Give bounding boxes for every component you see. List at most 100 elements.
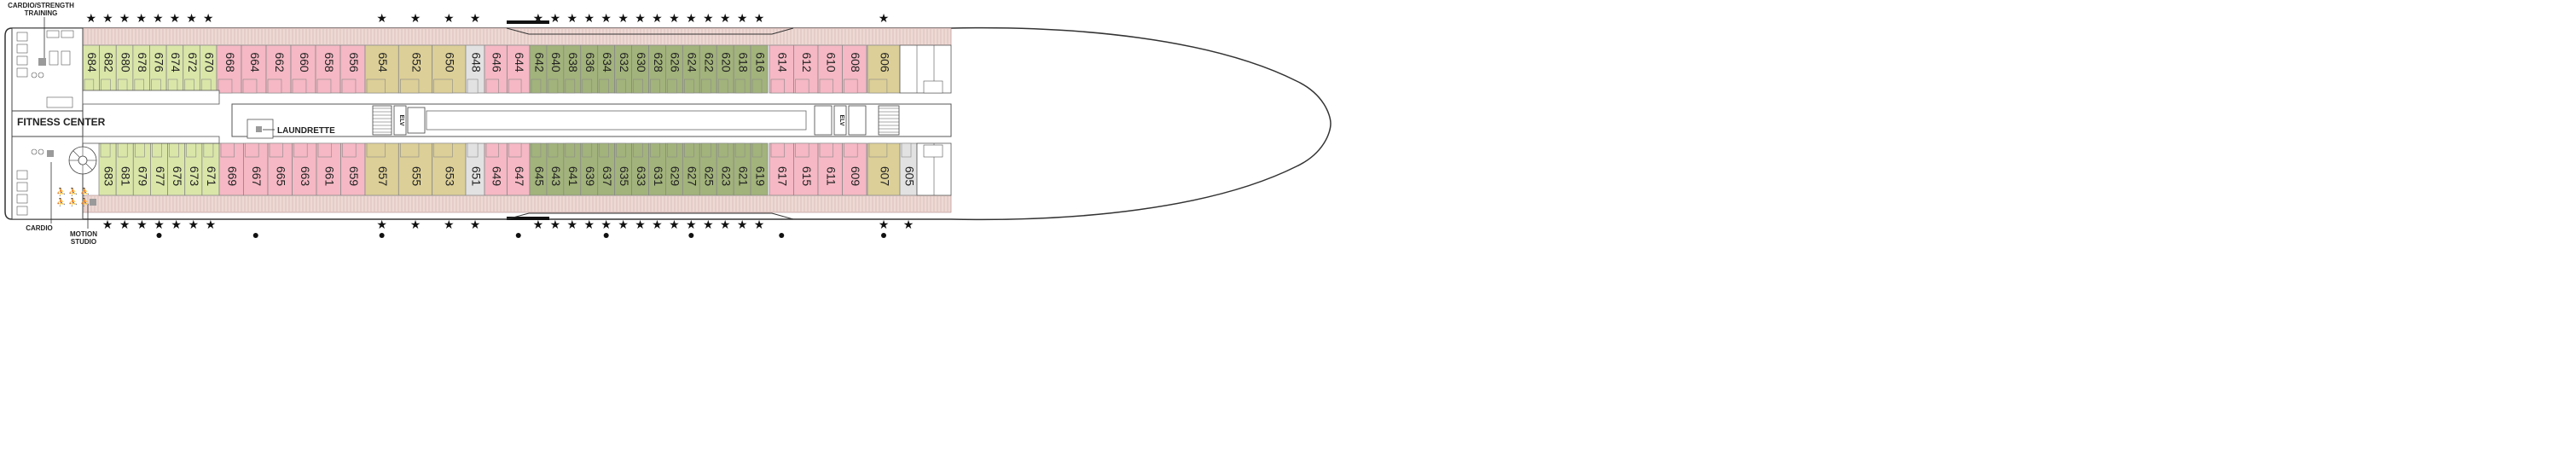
cabin-635[interactable]: 635 bbox=[614, 142, 632, 196]
cabin-612-bath bbox=[795, 78, 809, 94]
cabin-646[interactable]: 646 bbox=[484, 44, 508, 94]
cabin-628[interactable]: 628 bbox=[648, 44, 666, 94]
cabin-679[interactable]: 679 bbox=[132, 142, 151, 196]
cabin-648[interactable]: 648 bbox=[465, 44, 485, 94]
cabin-627[interactable]: 627 bbox=[682, 142, 700, 196]
cabin-636[interactable]: 636 bbox=[580, 44, 599, 94]
cabin-639[interactable]: 639 bbox=[580, 142, 599, 196]
cabin-644[interactable]: 644 bbox=[507, 44, 531, 94]
cabin-632[interactable]: 632 bbox=[614, 44, 632, 94]
cabin-609[interactable]: 609 bbox=[842, 142, 867, 196]
cabin-683[interactable]: 683 bbox=[98, 142, 117, 196]
cabin-659[interactable]: 659 bbox=[340, 142, 366, 196]
cabin-653[interactable]: 653 bbox=[432, 142, 467, 196]
cabin-629[interactable]: 629 bbox=[665, 142, 683, 196]
cabin-655[interactable]: 655 bbox=[397, 142, 433, 196]
cabin-652[interactable]: 652 bbox=[397, 44, 433, 94]
cabin-671-number: 671 bbox=[205, 166, 218, 187]
cabin-674[interactable]: 674 bbox=[165, 44, 184, 94]
cabin-642[interactable]: 642 bbox=[529, 44, 548, 94]
cabin-610[interactable]: 610 bbox=[817, 44, 843, 94]
cabin-654[interactable]: 654 bbox=[364, 44, 399, 94]
cabin-607[interactable]: 607 bbox=[867, 142, 901, 196]
cabin-671[interactable]: 671 bbox=[201, 142, 220, 196]
cabin-626[interactable]: 626 bbox=[665, 44, 683, 94]
cabin-630[interactable]: 630 bbox=[631, 44, 649, 94]
star-mark-638: ★ bbox=[567, 12, 578, 26]
cabin-657[interactable]: 657 bbox=[364, 142, 399, 196]
star-mark-657: ★ bbox=[376, 218, 387, 232]
cabin-678[interactable]: 678 bbox=[132, 44, 150, 94]
cabin-634[interactable]: 634 bbox=[597, 44, 616, 94]
star-mark-671: ★ bbox=[206, 218, 217, 232]
cabin-616[interactable]: 616 bbox=[750, 44, 769, 94]
cabin-673[interactable]: 673 bbox=[184, 142, 203, 196]
cabin-622[interactable]: 622 bbox=[699, 44, 717, 94]
cabin-638[interactable]: 638 bbox=[563, 44, 582, 94]
cabin-681-number: 681 bbox=[119, 166, 133, 187]
cabin-625[interactable]: 625 bbox=[699, 142, 717, 196]
cabin-682[interactable]: 682 bbox=[99, 44, 117, 94]
cabin-633[interactable]: 633 bbox=[631, 142, 649, 196]
cabin-680[interactable]: 680 bbox=[115, 44, 134, 94]
cabin-668-bath bbox=[218, 78, 233, 94]
cabin-658[interactable]: 658 bbox=[315, 44, 341, 94]
cabin-621[interactable]: 621 bbox=[733, 142, 751, 196]
cabin-615[interactable]: 615 bbox=[793, 142, 819, 196]
cabin-675[interactable]: 675 bbox=[167, 142, 186, 196]
cabin-684[interactable]: 684 bbox=[82, 44, 101, 94]
cabin-670[interactable]: 670 bbox=[199, 44, 218, 94]
elv-label-right: ELV bbox=[838, 114, 844, 125]
cabin-659-number: 659 bbox=[347, 166, 361, 187]
cabin-640[interactable]: 640 bbox=[546, 44, 565, 94]
cabin-662[interactable]: 662 bbox=[265, 44, 292, 94]
cabin-649[interactable]: 649 bbox=[484, 142, 508, 196]
cabin-606[interactable]: 606 bbox=[867, 44, 901, 94]
cabin-656[interactable]: 656 bbox=[339, 44, 366, 94]
cabin-663[interactable]: 663 bbox=[292, 142, 317, 196]
star-mark-655: ★ bbox=[410, 218, 421, 232]
cabin-670-number: 670 bbox=[202, 52, 216, 73]
cabin-681[interactable]: 681 bbox=[115, 142, 134, 196]
star-mark-670: ★ bbox=[203, 12, 214, 26]
cabin-650[interactable]: 650 bbox=[432, 44, 467, 94]
cabin-672[interactable]: 672 bbox=[183, 44, 200, 94]
cabin-669[interactable]: 669 bbox=[218, 142, 244, 196]
cabin-651[interactable]: 651 bbox=[465, 142, 485, 196]
cabin-631[interactable]: 631 bbox=[648, 142, 666, 196]
cabin-665[interactable]: 665 bbox=[267, 142, 293, 196]
cabin-645[interactable]: 645 bbox=[529, 142, 548, 196]
cabin-675-bath bbox=[169, 142, 179, 158]
cabin-653-bath bbox=[433, 142, 453, 158]
cabin-641[interactable]: 641 bbox=[563, 142, 582, 196]
cabin-614[interactable]: 614 bbox=[769, 44, 794, 94]
cabin-605[interactable]: 605 bbox=[899, 142, 918, 196]
cabin-651-number: 651 bbox=[469, 166, 483, 187]
cabin-661-number: 661 bbox=[323, 166, 337, 187]
cabin-623-bath bbox=[717, 142, 728, 158]
cabin-643[interactable]: 643 bbox=[546, 142, 565, 196]
cabin-620[interactable]: 620 bbox=[716, 44, 734, 94]
cabin-619[interactable]: 619 bbox=[750, 142, 769, 196]
cabin-608-number: 608 bbox=[849, 52, 862, 73]
star-mark-641: ★ bbox=[567, 218, 578, 232]
cabin-623[interactable]: 623 bbox=[716, 142, 734, 196]
cabin-676[interactable]: 676 bbox=[149, 44, 167, 94]
cabin-608[interactable]: 608 bbox=[842, 44, 867, 94]
cabin-617[interactable]: 617 bbox=[769, 142, 794, 196]
cabin-612[interactable]: 612 bbox=[793, 44, 819, 94]
cabin-667[interactable]: 667 bbox=[243, 142, 269, 196]
cabin-664[interactable]: 664 bbox=[241, 44, 267, 94]
cabin-683-number: 683 bbox=[102, 166, 115, 187]
cabin-660[interactable]: 660 bbox=[290, 44, 316, 94]
cabin-647[interactable]: 647 bbox=[507, 142, 531, 196]
cabin-641-number: 641 bbox=[566, 166, 580, 187]
cabin-661[interactable]: 661 bbox=[316, 142, 341, 196]
cabin-668[interactable]: 668 bbox=[216, 44, 242, 94]
cabin-677[interactable]: 677 bbox=[150, 142, 168, 196]
motion-studio-marker bbox=[90, 199, 96, 206]
cabin-624[interactable]: 624 bbox=[682, 44, 700, 94]
cabin-611[interactable]: 611 bbox=[817, 142, 843, 196]
cabin-637[interactable]: 637 bbox=[597, 142, 616, 196]
cabin-618[interactable]: 618 bbox=[733, 44, 751, 94]
